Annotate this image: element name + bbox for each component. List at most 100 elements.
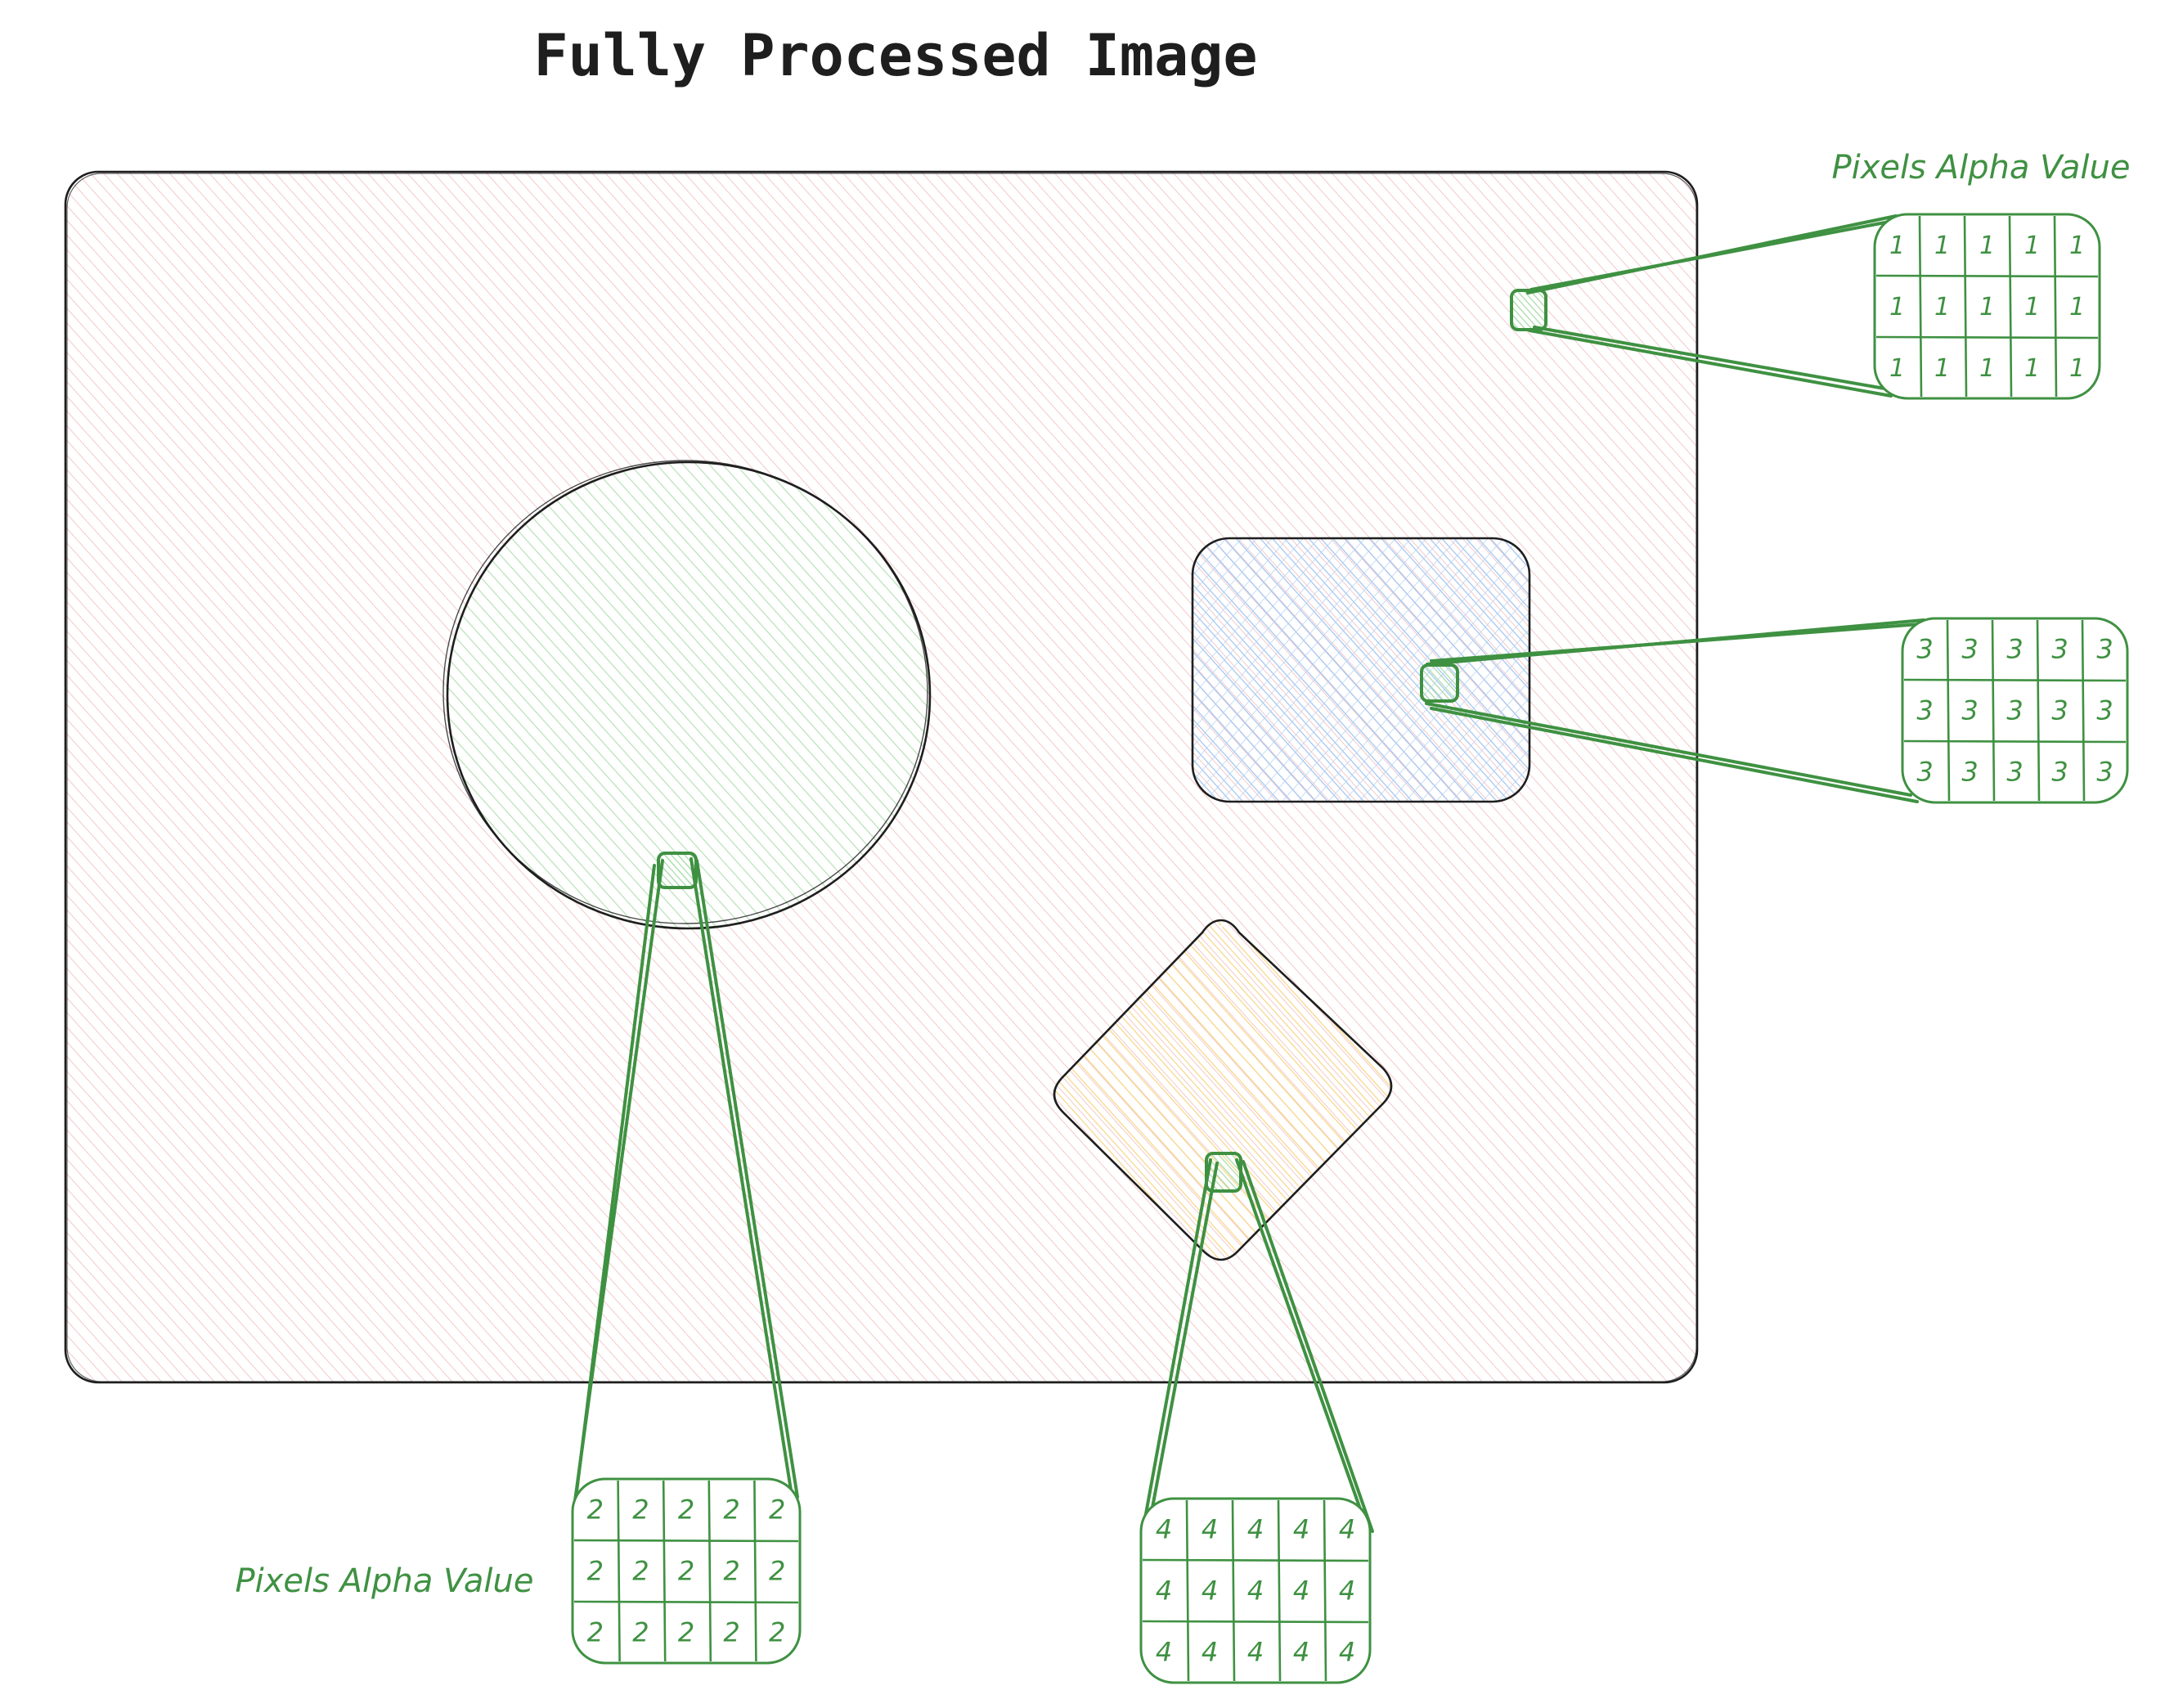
grid-cell-value: 3: [2006, 757, 2023, 788]
grid-cell-value: 2: [632, 1617, 649, 1648]
grid-cell-value: 1: [1934, 293, 1950, 321]
grid-cell-value: 2: [769, 1617, 785, 1648]
grid-cell-value: 2: [587, 1556, 604, 1587]
grid-cell-value: 2: [678, 1617, 694, 1648]
grid-cell-value: 1: [1934, 354, 1950, 383]
grid-cell-value: 1: [2024, 231, 2040, 260]
grid-col-line: [2053, 215, 2058, 398]
grid-border: [1873, 213, 2101, 400]
grid-cell-value: 1: [1934, 231, 1950, 260]
grid-cell-value: 2: [723, 1494, 739, 1526]
grid-cell-value: 2: [587, 1617, 604, 1648]
grid-col-line: [1991, 619, 1996, 802]
grid-cell-value: 1: [2069, 293, 2085, 321]
grid-cell-value: 1: [2024, 354, 2040, 383]
grid-cell-value: 3: [2051, 695, 2068, 726]
zoom-square-circle: [657, 852, 698, 889]
grid-cell-value: 2: [632, 1494, 649, 1526]
grid-cell-value: 3: [2096, 695, 2113, 726]
grid-col-line: [1277, 1499, 1282, 1682]
circle-shape: [442, 460, 932, 930]
grid-cell-value: 1: [2069, 231, 2085, 260]
rectangle-shape: [1191, 537, 1531, 803]
grid-col-line: [753, 1480, 757, 1662]
grid-col-line: [2081, 619, 2086, 802]
grid-cell-value: 1: [2069, 354, 2085, 383]
grid-col-line: [1231, 1499, 1236, 1682]
grid-row-line: [573, 1539, 799, 1543]
grid-row-line: [1875, 335, 2099, 339]
zoom-square-background: [1510, 289, 1547, 331]
grid-col-line: [617, 1480, 621, 1662]
grid-row-line: [1903, 678, 2127, 682]
pixels-alpha-label-bottom: Pixels Alpha Value: [235, 1562, 533, 1600]
grid-col-line: [1918, 215, 1923, 398]
grid-cell-value: 3: [1961, 634, 1978, 665]
grid-col-line: [2036, 619, 2041, 802]
grid-cell-value: 3: [1916, 695, 1933, 726]
grid-cell-value: 4: [1156, 1514, 1172, 1545]
grid-col-line: [1963, 215, 1968, 398]
grid-cell-value: 4: [1293, 1514, 1309, 1545]
grid-cell-value: 4: [1247, 1637, 1264, 1668]
grid-cell-value: 2: [769, 1556, 785, 1587]
grid-cell-value: 4: [1293, 1575, 1309, 1607]
diamond-shape: [1053, 919, 1393, 1261]
grid-cell-value: 4: [1202, 1514, 1218, 1545]
grid-cell-value: 2: [678, 1556, 694, 1587]
grid-cell-value: 2: [769, 1494, 785, 1526]
grid-row-line: [1142, 1620, 1369, 1624]
grid-cell-value: 3: [2006, 634, 2023, 665]
grid-cell-value: 4: [1202, 1575, 1218, 1607]
grid-cell-value: 4: [1339, 1575, 1355, 1607]
grid-cell-value: 4: [1293, 1637, 1309, 1668]
zoom-square-rectangle: [1420, 663, 1459, 703]
grid-col-line: [1185, 1499, 1190, 1682]
grid-cell-value: 2: [723, 1556, 739, 1587]
grid-row-line: [1142, 1558, 1369, 1562]
grid-cell-value: 2: [678, 1494, 694, 1526]
grid-border: [1139, 1497, 1372, 1684]
grid-col-line: [662, 1480, 667, 1662]
grid-cell-value: 3: [1916, 757, 1933, 788]
connector-lines: [573, 214, 1932, 1539]
grid-row-line: [1903, 739, 2127, 744]
grid-cell-value: 3: [1916, 634, 1933, 665]
grid-cell-value: 3: [2096, 634, 2113, 665]
grid-cell-value: 3: [2051, 634, 2068, 665]
grid-col-line: [1323, 1499, 1327, 1682]
grid-cell-value: 4: [1339, 1514, 1355, 1545]
grid-col-line: [707, 1480, 712, 1662]
grid-cell-value: 3: [1961, 757, 1978, 788]
grid-border: [571, 1477, 802, 1665]
grid-cell-value: 2: [587, 1494, 604, 1526]
grid-cell-value: 4: [1202, 1637, 1218, 1668]
grid-cell-value: 4: [1156, 1575, 1172, 1607]
grid-cell-value: 1: [1889, 293, 1905, 321]
grid-cell-value: 2: [723, 1617, 739, 1648]
grid-cell-value: 1: [1979, 354, 1995, 383]
pixels-alpha-label-top: Pixels Alpha Value: [1831, 149, 2130, 187]
grid-cell-value: 4: [1339, 1637, 1355, 1668]
grid-cell-value: 1: [1889, 354, 1905, 383]
grid-cell-value: 3: [1961, 695, 1978, 726]
grid-cell-value: 4: [1247, 1575, 1264, 1607]
grid-cell-value: 3: [2051, 757, 2068, 788]
grid-border: [1901, 617, 2129, 804]
diagram-title: Fully Processed Image: [533, 22, 1257, 89]
grid-cell-value: 1: [1979, 293, 1995, 321]
grid-cell-value: 1: [1979, 231, 1995, 260]
grid-col-line: [2008, 215, 2013, 398]
grid-col-line: [1946, 619, 1951, 802]
grid-cell-value: 1: [1889, 231, 1905, 260]
grid-cell-value: 4: [1156, 1637, 1172, 1668]
grid-cell-value: 2: [632, 1556, 649, 1587]
grid-cell-value: 4: [1247, 1514, 1264, 1545]
grid-cell-value: 3: [2096, 757, 2113, 788]
grid-cell-value: 3: [2006, 695, 2023, 726]
grid-cell-value: 1: [2024, 293, 2040, 321]
